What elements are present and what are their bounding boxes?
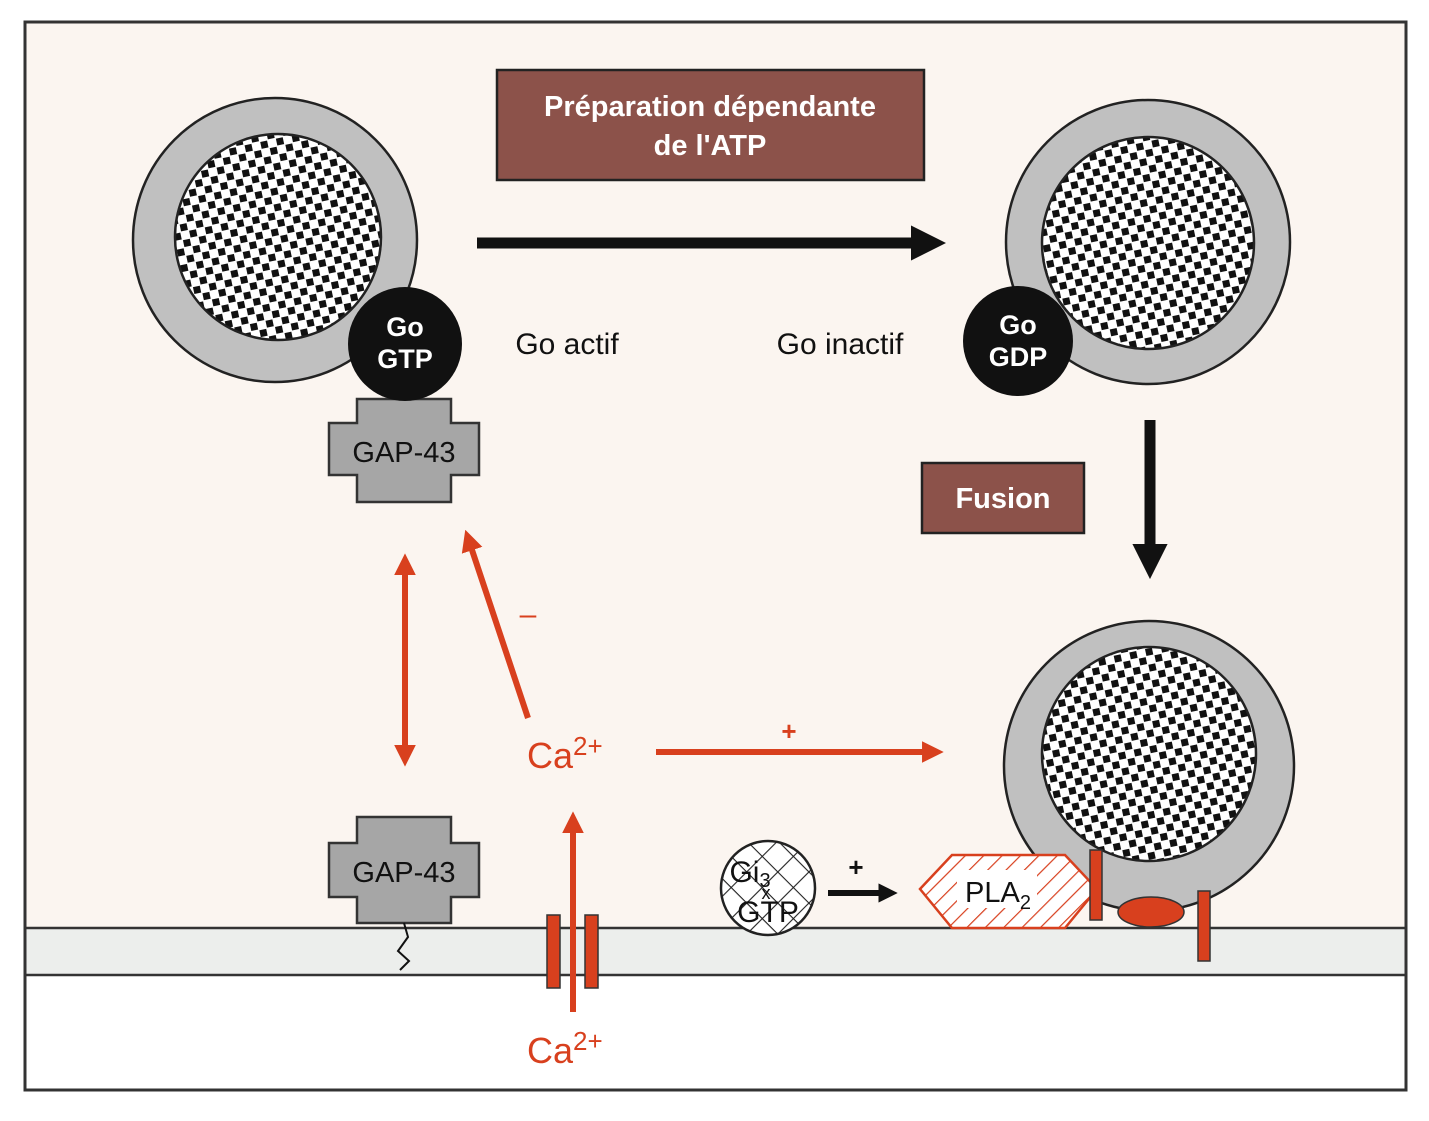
lipid-anchor-icon xyxy=(396,922,411,971)
ca-inhibition-arrow xyxy=(461,529,531,719)
calcium-inside-label: Ca2+ xyxy=(527,731,603,776)
minus-sign: – xyxy=(520,598,537,631)
ca-plus-sign: + xyxy=(781,716,796,746)
docking-ellipse xyxy=(1117,896,1185,928)
go-gdp-protein: Go GDP xyxy=(963,286,1073,396)
gi3-marker: x xyxy=(762,883,771,903)
go-gdp-line2: GDP xyxy=(989,342,1048,372)
extracellular-background xyxy=(25,975,1406,1090)
atp-preparation-box: Préparation dépendante de l'ATP xyxy=(495,68,926,182)
pla2-label-bg xyxy=(957,870,1037,908)
go-gtp-line1: Go xyxy=(386,312,424,342)
fusion-label: Fusion xyxy=(955,483,1050,515)
go-inactif-label: Go inactif xyxy=(777,328,904,361)
vesicle-content xyxy=(173,132,383,342)
gap43-membrane: GAP-43 xyxy=(327,815,481,971)
gi3-gtp-protein: Gi3 x GTP xyxy=(719,839,817,937)
calcium-outside-label: Ca2+ xyxy=(527,1026,603,1071)
fusion-box: Fusion xyxy=(920,461,1086,535)
membrane-anchor-bar xyxy=(1197,890,1211,962)
gap43-membrane-label: GAP-43 xyxy=(352,857,455,889)
gi3-plus-sign: + xyxy=(848,852,863,882)
gap43-bound-label: GAP-43 xyxy=(352,437,455,469)
vesicle-content xyxy=(1040,135,1256,351)
pla2-enzyme: PLA2 xyxy=(918,853,1099,930)
atp-box-line2: de l'ATP xyxy=(654,130,767,162)
pla2-label: PLA2 xyxy=(965,877,1031,914)
atp-box-line1: Préparation dépendante xyxy=(544,91,876,123)
gap43-bound: GAP-43 xyxy=(327,397,481,504)
go-gtp-protein: Go GTP xyxy=(348,287,462,401)
go-gtp-line2: GTP xyxy=(377,344,433,374)
go-actif-label: Go actif xyxy=(515,328,619,361)
vesicle-top-left xyxy=(131,96,419,384)
calcium-channel xyxy=(546,914,599,989)
gi3-gtp-label: GTP xyxy=(737,896,799,929)
gi3-label: Gi3 xyxy=(729,856,770,892)
plasma-membrane xyxy=(25,928,1406,975)
vesicle-top-right xyxy=(1004,98,1292,386)
frame-border xyxy=(23,20,1408,1092)
vesicle-anchor-bar xyxy=(1089,849,1103,921)
vesicle-content xyxy=(1040,645,1258,863)
docking-complex xyxy=(1089,849,1211,962)
go-gdp-line1: Go xyxy=(999,310,1037,340)
